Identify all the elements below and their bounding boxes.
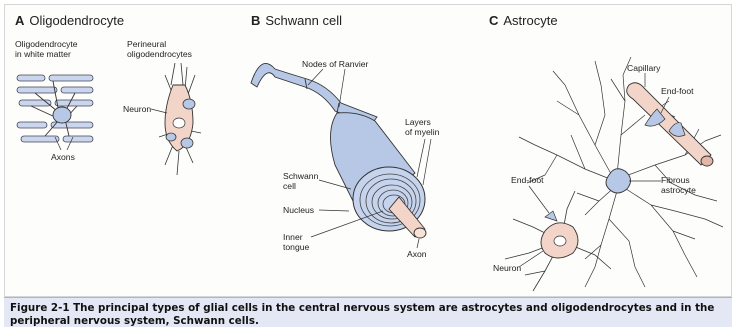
label-neuron-a: Neuron — [123, 104, 151, 114]
neuron-c — [505, 191, 611, 291]
label-inner-line2: tongue — [283, 242, 310, 252]
label-schwann-line1: Schwann — [283, 171, 319, 181]
label-end-foot-left: End-foot — [511, 175, 544, 185]
astrocyte-body — [606, 169, 631, 193]
label-layers-line1: Layers — [405, 117, 431, 127]
label-end-foot-top: End-foot — [661, 86, 694, 96]
label-fibrous-line1: Fibrous — [661, 175, 690, 185]
label-axons: Axons — [51, 152, 75, 162]
label-capillary: Capillary — [627, 63, 661, 73]
label-oligo-white-matter-line2: in white matter — [15, 49, 71, 59]
label-nucleus: Nucleus — [283, 205, 314, 215]
label-schwann-line2: cell — [283, 181, 296, 191]
label-axon: Axon — [407, 249, 427, 259]
label-layers-line2: of myelin — [405, 127, 440, 137]
label-neuron-c: Neuron — [493, 263, 521, 273]
label-perineural-line1: Perineural — [127, 39, 166, 49]
label-perineural-line2: oligodendrocytes — [127, 49, 192, 59]
label-nodes-of-ranvier: Nodes of Ranvier — [302, 59, 369, 69]
label-oligo-white-matter-line1: Oligodendrocyte — [15, 39, 78, 49]
label-fibrous-line2: astrocyte — [661, 185, 696, 195]
label-inner-line1: Inner — [283, 232, 303, 242]
figure-caption: Figure 2-1 The principal types of glial … — [4, 297, 732, 327]
white-matter-axons — [17, 75, 93, 142]
oligodendrocyte-cell-body — [53, 107, 71, 123]
